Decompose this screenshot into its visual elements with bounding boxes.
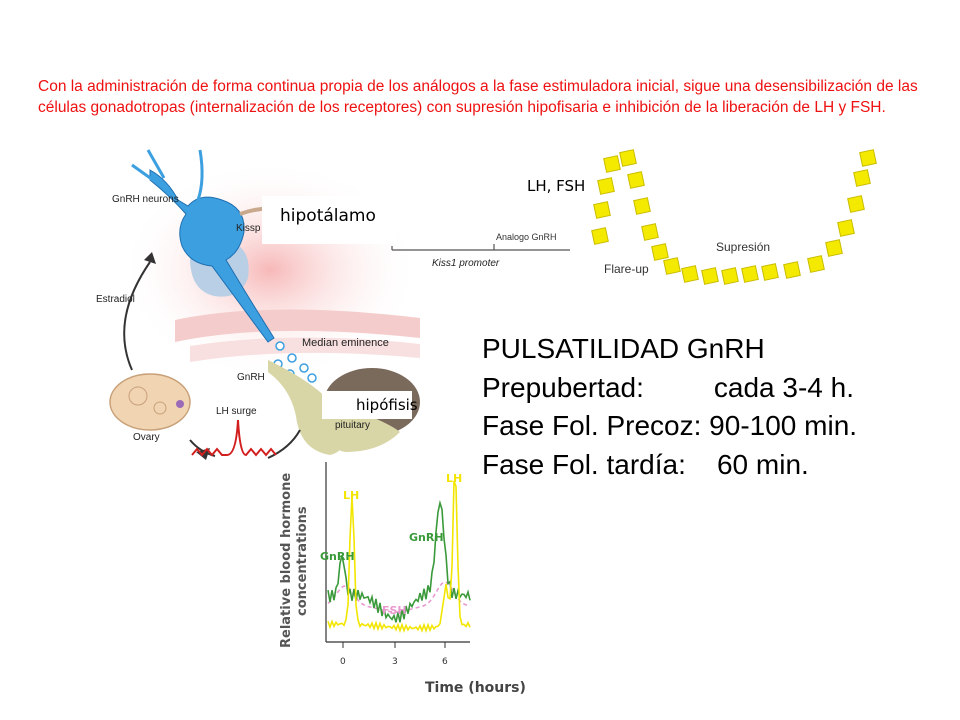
hipotalamo-label: hipotálamo — [262, 196, 396, 244]
follicle — [153, 401, 167, 415]
oocyte — [176, 400, 184, 408]
flare-square — [651, 243, 669, 261]
gnrh-neuron — [149, 169, 275, 343]
flare-square — [663, 257, 681, 275]
flare-square — [807, 255, 825, 273]
flare-square — [783, 261, 801, 279]
flare-square — [837, 219, 855, 237]
pulsatility-row: Fase Fol. tardía: 60 min. — [482, 448, 809, 480]
kiss1-promoter-label: Kiss1 promoter — [432, 258, 500, 269]
hipofisis-label: hipófisis — [322, 391, 418, 419]
kiss-label: Kissp — [236, 223, 261, 234]
intro-text: Con la administración de forma continua … — [38, 78, 918, 116]
hpo-axis-diagram: GnRH neurons Kissp Kiss1 promoter Estrad… — [96, 149, 570, 460]
flare-up-label: Flare-up — [604, 262, 649, 276]
promoter-line — [391, 244, 570, 251]
flare-square — [853, 169, 871, 187]
flare-square — [619, 149, 637, 167]
flare-curve — [591, 149, 877, 285]
estradiol-feedback-arrow — [123, 261, 151, 371]
flare-square — [761, 263, 779, 281]
flare-square — [847, 195, 865, 213]
analogo-gnrh-label: Analogo GnRH — [496, 232, 557, 242]
pituitary-label: pituitary — [335, 420, 370, 431]
lh-surge-label: LH surge — [216, 406, 257, 417]
lh-fsh-label: LH, FSH — [527, 177, 585, 195]
flare-square — [591, 227, 609, 245]
gnrh-label: GnRH — [237, 372, 265, 383]
flare-square — [681, 265, 699, 283]
flare-square — [593, 201, 611, 219]
flare-square — [741, 265, 759, 283]
pulsatility-block: PULSATILIDAD GnRH Prepubertad: cada 3-4 … — [482, 330, 857, 484]
flare-square — [603, 155, 621, 173]
estradiol-label: Estradiol — [96, 294, 135, 305]
pulsatility-title: PULSATILIDAD GnRH — [482, 333, 765, 364]
flare-square — [825, 239, 843, 257]
tissue-band — [190, 337, 420, 362]
lh-surge-wave — [191, 419, 277, 457]
pulsatility-row: Fase Fol. Precoz: 90-100 min. — [482, 410, 858, 441]
flare-square — [721, 267, 739, 285]
gnrh-vesicles — [273, 341, 317, 389]
gnrh-neurons-label: GnRH neurons — [112, 194, 179, 205]
arrow-head — [144, 252, 156, 264]
pulsatility-row: Prepubertad: cada 3-4 h. — [482, 371, 854, 403]
follicle — [128, 386, 148, 406]
tissue-band — [175, 309, 420, 342]
flare-square — [641, 223, 659, 241]
flare-square — [627, 171, 645, 189]
median-eminence-label: Median eminence — [302, 337, 389, 349]
ovary-shape — [109, 373, 191, 431]
flare-square — [597, 177, 615, 195]
pituitary-output-arrow — [267, 429, 301, 459]
flare-square — [859, 149, 877, 167]
neuron-dendrites — [131, 149, 204, 201]
flare-square — [633, 197, 651, 215]
ovary-label: Ovary — [133, 432, 160, 443]
supresion-label: Supresión — [716, 240, 770, 254]
flare-square — [701, 267, 719, 285]
